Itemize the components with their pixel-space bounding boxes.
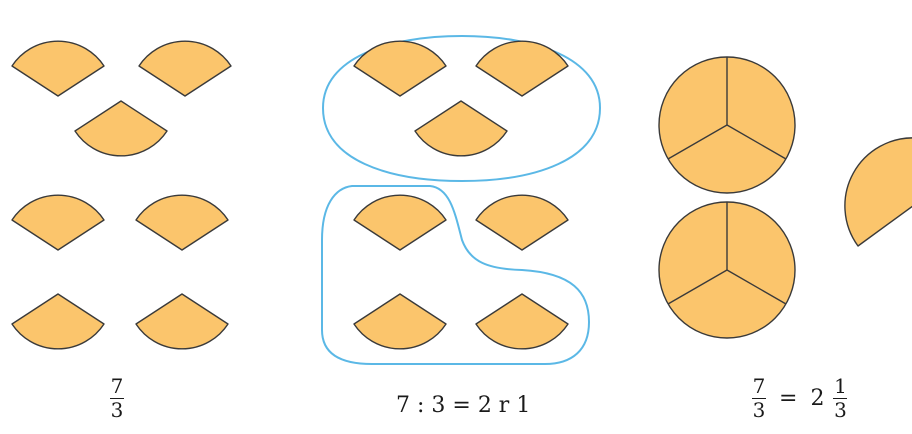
denominator: 3 [834,400,847,421]
right-whole-circles [659,57,912,338]
third-piece [12,195,104,250]
middle-grouped-pieces [322,36,600,364]
numerator: 7 [111,376,124,397]
third-piece [75,101,167,156]
fraction-seven-thirds: 7 3 [110,376,124,421]
denominator: 3 [111,400,124,421]
denominator: 3 [753,400,766,421]
third-piece [12,41,104,96]
third-piece [139,41,231,96]
numerator: 1 [834,376,847,397]
equals-sign: = [779,386,797,411]
third-piece [136,294,228,349]
mixed-number-whole: 2 [810,386,824,411]
mixed-number-fraction: 1 3 [833,376,847,421]
third-piece [354,294,446,349]
third-piece [354,195,446,250]
third-piece [476,294,568,349]
left-loose-pieces [12,41,231,349]
third-piece [415,101,507,156]
third-piece [476,41,568,96]
division-equation: 7 : 3 = 2 r 1 [396,393,530,418]
fraction-seven-thirds: 7 3 [752,376,766,421]
third-piece [354,41,446,96]
caption-left: 7 3 [110,376,124,421]
third-piece [136,195,228,250]
numerator: 7 [753,376,766,397]
whole-circle-2 [659,202,795,338]
remaining-third-piece [845,138,912,246]
whole-circle-1 [659,57,795,193]
third-piece [12,294,104,349]
third-piece [476,195,568,250]
caption-right: 7 3 = 2 1 3 [752,376,847,421]
caption-middle: 7 : 3 = 2 r 1 [396,395,530,417]
